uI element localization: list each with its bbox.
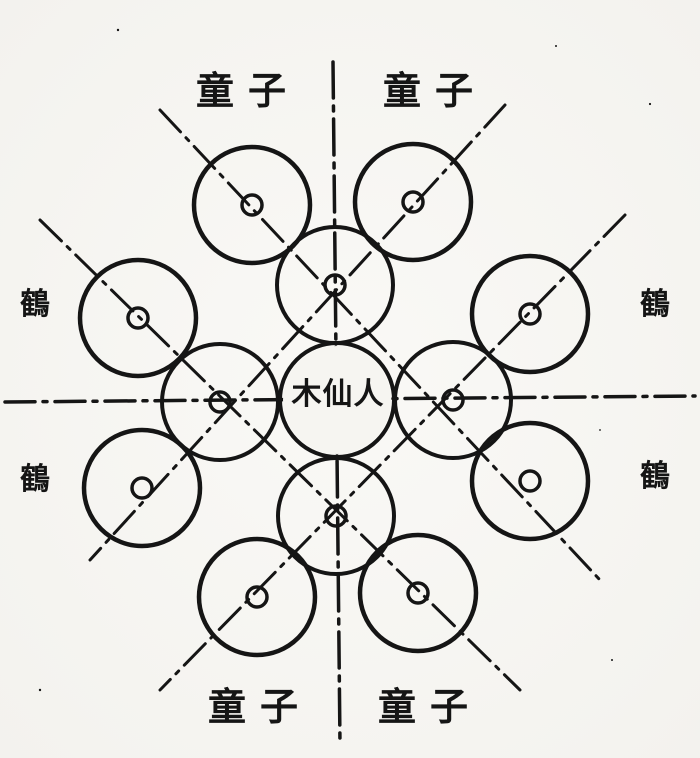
label-left-upper: 鶴 xyxy=(20,287,50,322)
outer-circle-top-left xyxy=(191,144,313,266)
outer-circle-bottom-left xyxy=(196,536,318,658)
label-bottom-right: 童子 xyxy=(378,684,483,729)
outer-circle-top-right xyxy=(352,141,474,263)
hub-ring xyxy=(441,388,465,412)
label-right-lower: 鶴 xyxy=(640,459,670,494)
center-circle-fill xyxy=(283,346,391,454)
hub-ring xyxy=(518,469,542,493)
hub-ring xyxy=(208,390,232,414)
horizontal-axis xyxy=(3,394,697,404)
diagonal-line-4 xyxy=(38,218,522,692)
hub-ring xyxy=(518,302,542,326)
hub-ring xyxy=(401,190,425,214)
label-left-lower: 鶴 xyxy=(20,462,50,497)
hub-ring xyxy=(323,273,347,297)
hub-ring xyxy=(324,504,348,528)
outer-circle-left-lower xyxy=(81,427,203,549)
center-label: 木仙人 xyxy=(291,377,385,412)
hub-ring xyxy=(126,306,150,330)
hub-ring xyxy=(240,193,264,217)
diagonal-line-3 xyxy=(158,213,627,692)
diagonal-line-2 xyxy=(88,103,507,562)
outer-circle-bottom-right xyxy=(357,532,479,654)
outer-circle-right-lower xyxy=(469,420,591,542)
center-circle xyxy=(278,341,396,459)
label-bottom-left: 童子 xyxy=(208,684,313,729)
label-right-upper: 鶴 xyxy=(640,287,670,322)
outer-circle-left-upper xyxy=(77,257,199,379)
print-specks xyxy=(38,28,652,692)
diagonal-line-1 xyxy=(158,108,602,582)
hub-ring xyxy=(245,585,269,609)
hub-ring xyxy=(130,476,154,500)
inner-circle-left xyxy=(160,342,280,462)
hub-ring xyxy=(406,581,430,605)
outer-circle-right-upper xyxy=(469,253,591,375)
label-top-right: 童子 xyxy=(383,68,488,113)
label-top-left: 童子 xyxy=(196,68,301,113)
